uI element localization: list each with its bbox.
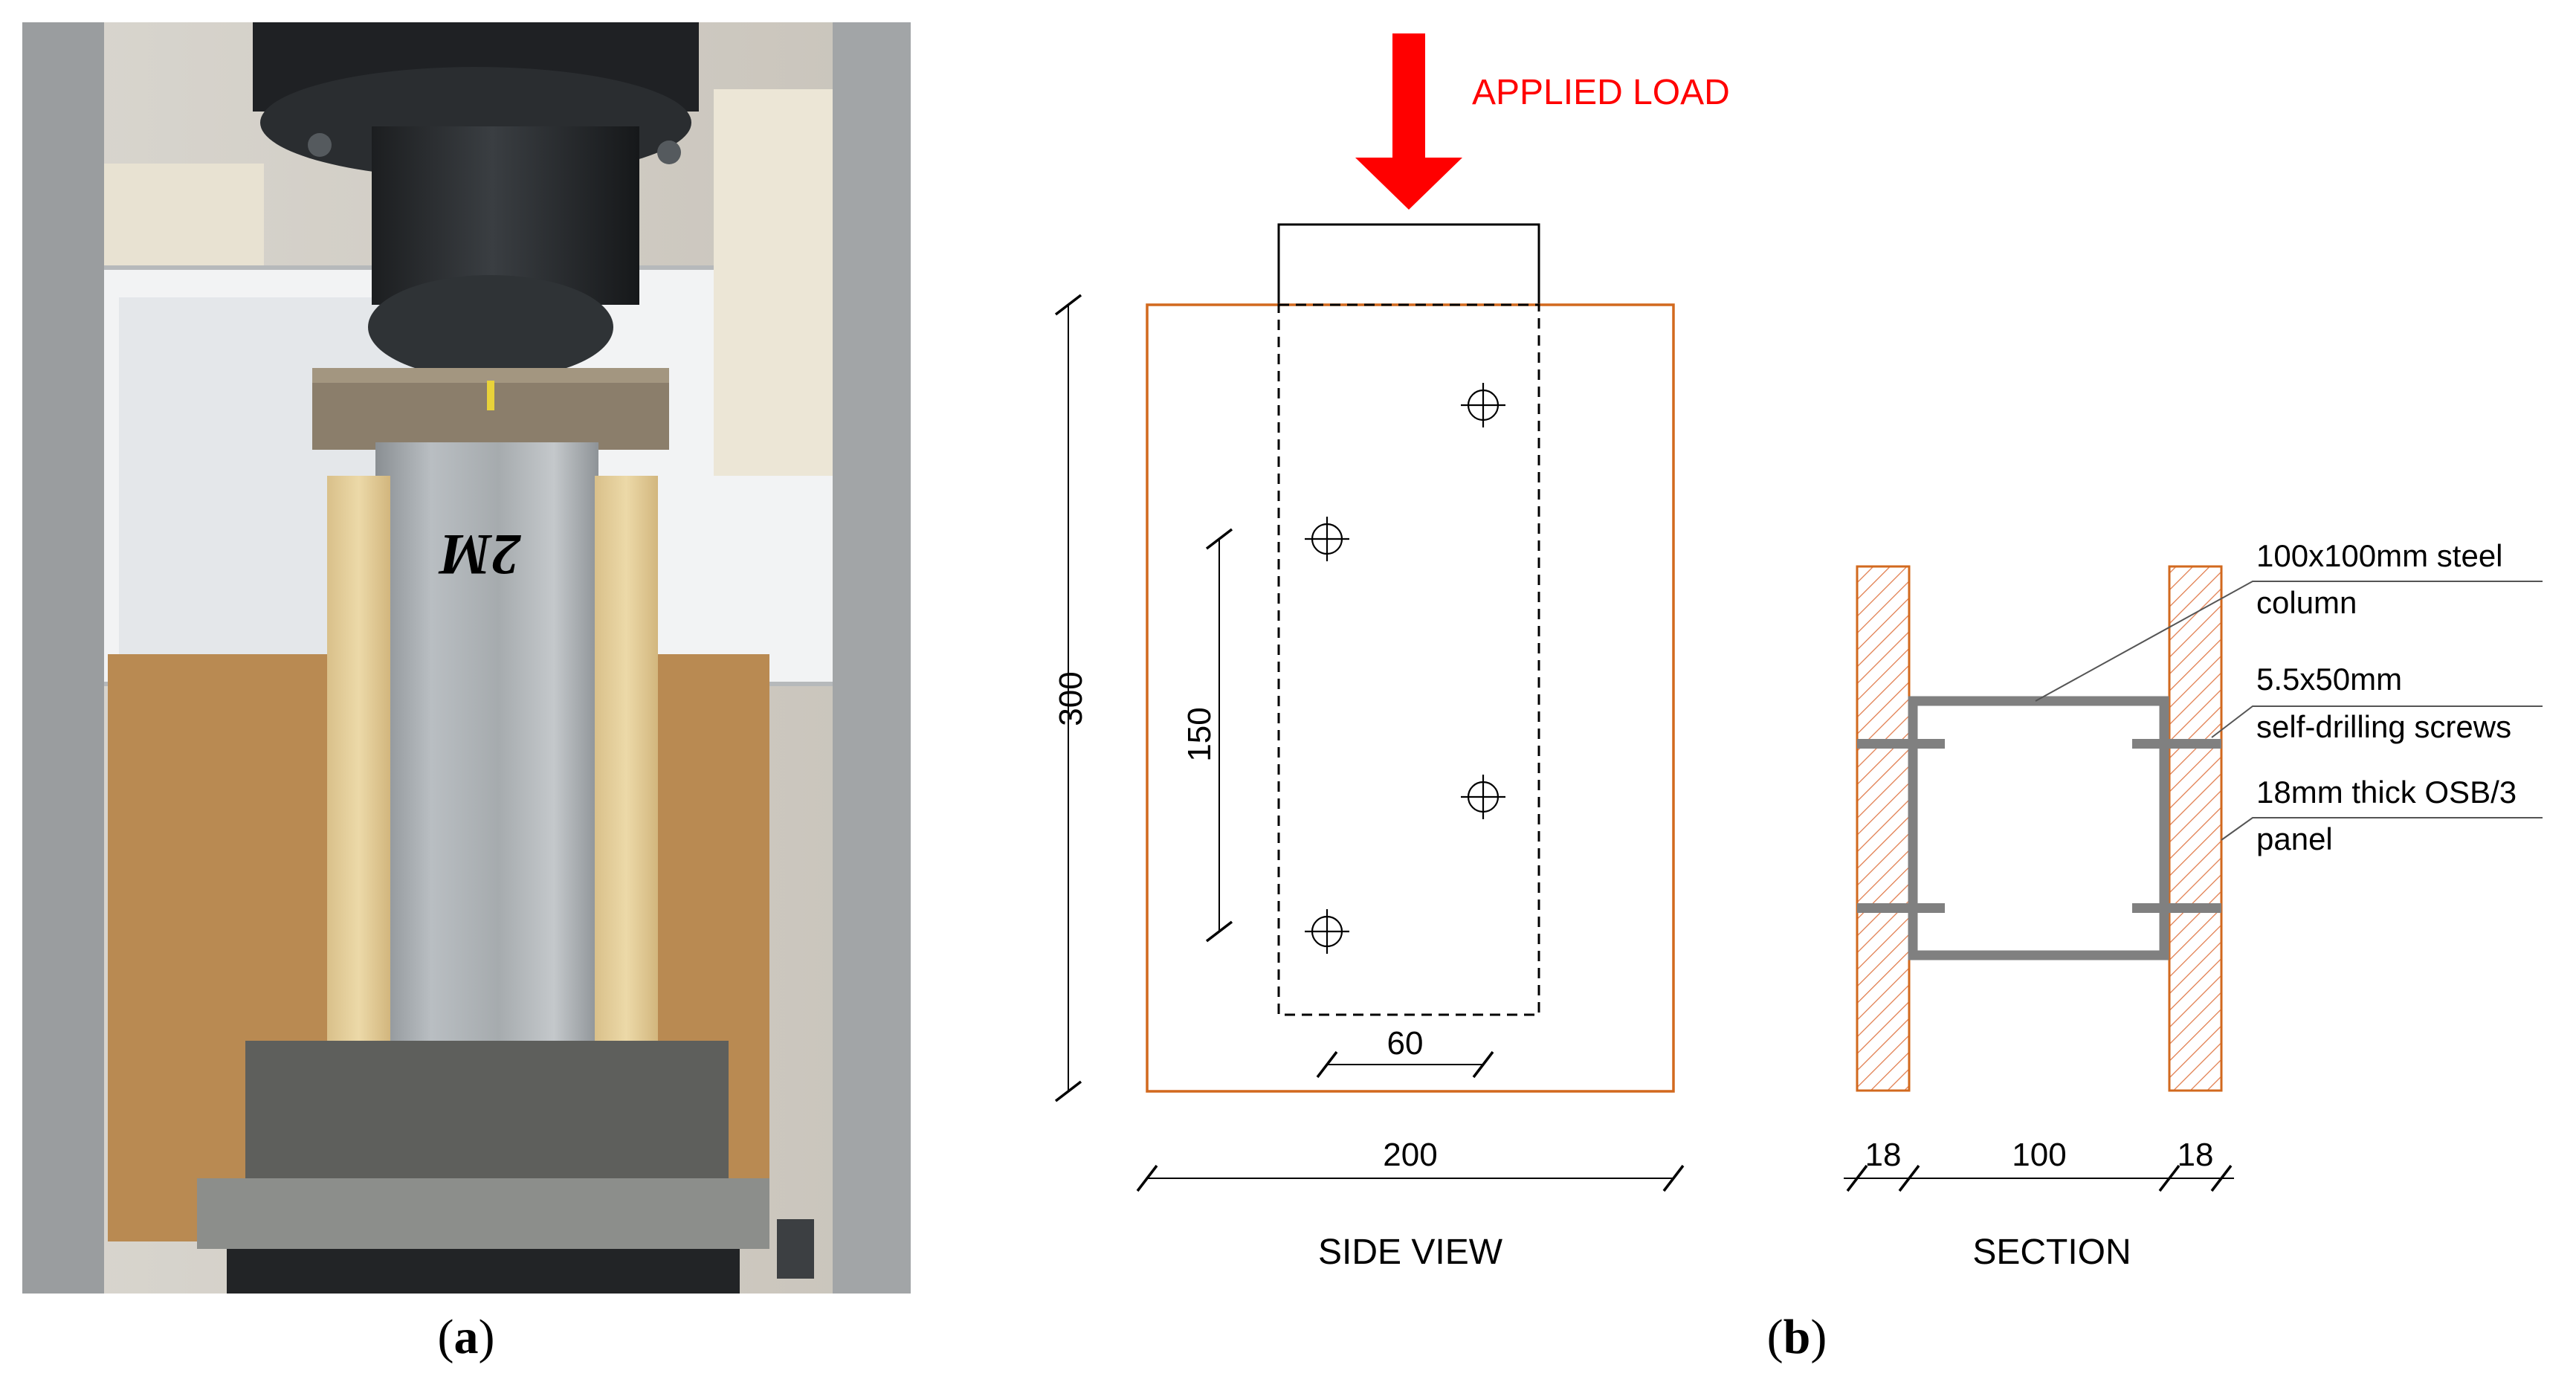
caption-a: (a) (438, 1310, 495, 1364)
hidden-column-outline (1277, 303, 1540, 1016)
callout-column-line2: column (2256, 585, 2357, 620)
dim-bolt-horizontal-label: 60 (1387, 1025, 1424, 1062)
photo-test-setup: 2M (22, 22, 911, 1294)
applied-load-label: APPLIED LOAD (1472, 73, 1730, 112)
screw-hole-marker (1305, 383, 1505, 954)
dim-width-label: 200 (1383, 1137, 1437, 1173)
osb-panel-left (1856, 565, 1911, 1092)
caption-b-label: b (1783, 1310, 1811, 1364)
callout-leaders (2035, 581, 2543, 841)
osb-panel-right (2168, 565, 2223, 1092)
side-view-drawing: APPLIED LOAD 300 150 (1053, 33, 1730, 1272)
callout-screws-line2: self-drilling screws (2256, 709, 2511, 744)
caption-a-label: a (454, 1310, 479, 1364)
dimension-bolt-horizontal (1316, 1050, 1494, 1079)
dimension-width (1136, 1164, 1685, 1192)
callout-screws-line1: 5.5x50mm (2256, 662, 2402, 697)
steel-column-section (1908, 696, 2169, 960)
dimension-bolt-vertical (1205, 528, 1233, 943)
section-drawing: 100x100mm steel column 5.5x50mm self-dri… (1844, 538, 2543, 1272)
callout-column-line1: 100x100mm steel (2256, 538, 2503, 573)
dimension-height (1054, 294, 1082, 1102)
dim-section-left: 18 (1865, 1137, 1902, 1173)
dim-height-label: 300 (1053, 671, 1089, 726)
load-plate-outline (1277, 223, 1540, 305)
caption-b: (b) (1767, 1310, 1827, 1364)
callout-panel-line2: panel (2256, 821, 2333, 856)
photo-marking: 2M (438, 523, 521, 587)
side-view-title: SIDE VIEW (1318, 1233, 1503, 1272)
screw-section (1857, 739, 2221, 913)
callout-panel-line1: 18mm thick OSB/3 (2256, 775, 2517, 810)
dimension-section (1844, 1164, 2234, 1192)
applied-load-arrow-icon (1355, 33, 1462, 210)
osb-panel-outline (1146, 303, 1675, 1093)
dim-bolt-vertical-label: 150 (1181, 707, 1218, 761)
section-title: SECTION (1972, 1233, 2131, 1272)
dim-section-center: 100 (2012, 1137, 2066, 1173)
dim-section-right: 18 (2178, 1137, 2214, 1173)
